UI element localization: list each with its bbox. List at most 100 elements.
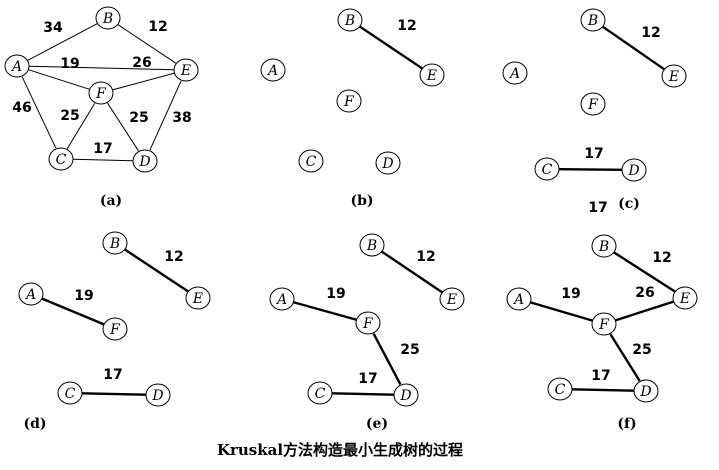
node-circle [419,63,445,87]
edge-C-D [331,392,395,396]
node-D: D [633,379,659,403]
node-C: C [48,147,74,171]
node-label: E [679,291,690,307]
edge-weight-F-D: 25 [400,342,419,358]
edge-weight-A-F: 19 [561,286,580,302]
node-E: E [173,58,199,82]
node-label: C [555,382,566,398]
node-A: A [18,282,44,306]
node-F: F [591,312,617,336]
node-circle [534,157,560,181]
panel-label: (b) [350,193,373,209]
node-C: C [547,377,573,401]
edge-weight-F-C: 25 [60,108,79,124]
node-F: F [88,81,114,105]
node-E: E [661,64,687,88]
node-B: B [591,234,617,258]
node-C: C [307,381,333,405]
node-label: A [512,292,524,308]
node-label: D [399,388,411,404]
edge-weight-B-E: 12 [148,19,167,35]
node-label: E [446,292,457,308]
node-circle [173,58,199,82]
node-label: E [426,68,437,84]
node-label: A [24,287,36,303]
edge-weight-F-E: 26 [635,285,654,301]
node-circle [336,89,362,113]
node-B: B [95,6,121,30]
node-B: B [359,233,385,257]
node-circle [633,379,659,403]
node-circle [260,58,286,82]
edge-C-D [81,392,147,396]
node-label: C [306,154,317,170]
edge-weight-B-E: 12 [416,249,435,265]
edge-A-F [41,297,105,326]
edge-C-D [72,158,134,162]
node-label: C [56,152,67,168]
node-label: E [180,63,191,79]
node-label: F [362,316,374,332]
node-circle [502,61,528,85]
node-B: B [580,8,606,32]
node-label: C [542,162,553,178]
node-B: B [337,8,363,32]
extra-weight-label: 17 [588,200,607,216]
node-D: D [132,149,158,173]
edge-weight-C-D: 17 [358,371,377,387]
edge-weight-C-D: 17 [591,368,610,384]
edge-B-E [602,25,665,71]
node-label: B [344,13,355,29]
panel-label: (a) [100,193,122,209]
edge-weight-A-F: 19 [60,56,79,72]
edge-A-F [28,69,90,90]
node-circle [95,6,121,30]
node-F: F [102,317,128,341]
node-label: F [598,317,610,333]
edge-weight-A-F: 19 [74,288,93,304]
node-circle [547,377,573,401]
node-circle [57,381,83,405]
edge-B-E [124,248,189,293]
node-label: B [598,239,609,255]
node-label: E [668,69,679,85]
edge-weight-F-D: 25 [632,342,651,358]
edge-weight-C-D: 17 [93,141,112,157]
node-E: E [185,286,211,310]
edge-C-D [558,167,623,172]
node-label: C [315,386,326,402]
edge-F-D [372,333,402,385]
node-label: D [151,388,163,404]
node-D: D [145,383,171,407]
node-circle [591,312,617,336]
node-label: B [366,238,377,254]
edge-A-E [28,65,175,71]
node-label: B [102,11,113,27]
node-E: E [439,287,465,311]
node-circle [506,287,532,311]
edge-weight-B-E: 12 [641,25,660,41]
node-circle [375,151,401,175]
edge-F-E [615,300,674,322]
node-A: A [506,287,532,311]
node-D: D [393,383,419,407]
node-circle [580,8,606,32]
node-F: F [336,89,362,113]
node-D: D [621,158,647,182]
node-label: F [587,97,599,113]
edge-weight-F-E: 26 [132,55,151,71]
node-circle [439,287,465,311]
node-E: E [419,63,445,87]
node-A: A [4,54,30,78]
node-label: A [266,63,278,79]
edge-B-E [613,251,676,293]
node-circle [580,92,606,116]
edge-weight-C-D: 17 [103,367,122,383]
node-circle [591,234,617,258]
node-C: C [57,381,83,405]
edge-weight-C-D: 17 [584,146,603,162]
